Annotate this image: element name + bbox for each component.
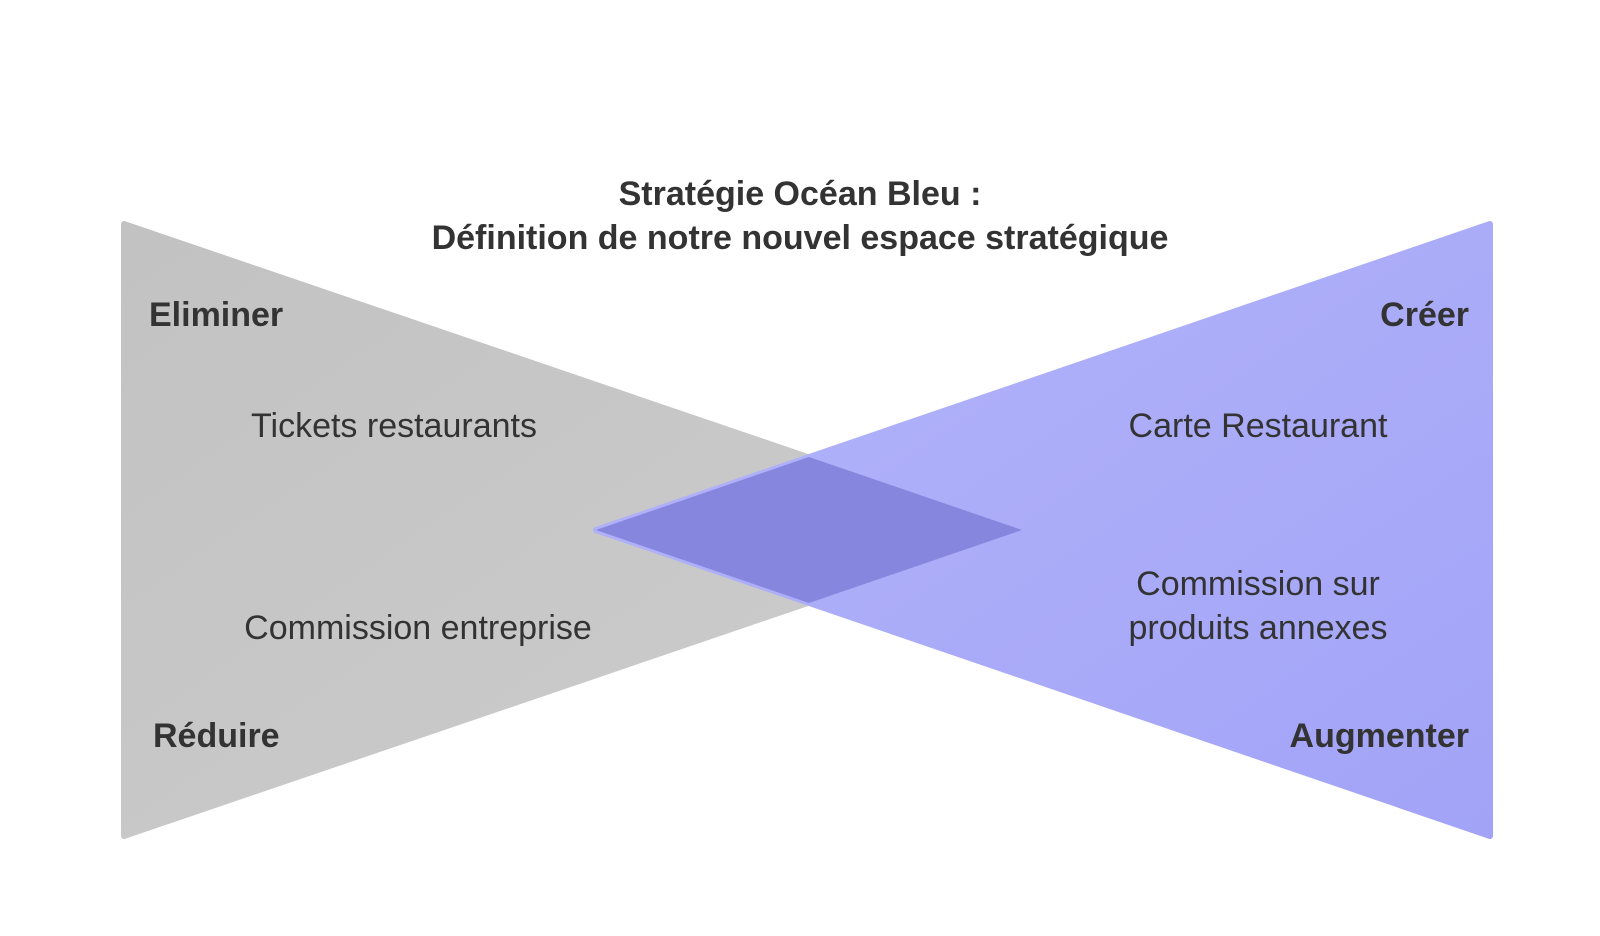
diagram-title-line2: Définition de notre nouvel espace straté… — [431, 219, 1169, 257]
diagram-title-line1: Stratégie Océan Bleu : — [618, 175, 982, 213]
augmenter-item-line1: Commission sur — [1136, 565, 1380, 603]
eliminer-item: Tickets restaurants — [251, 407, 537, 445]
right-triangle — [593, 221, 1493, 839]
reduire-item: Commission entreprise — [244, 609, 592, 647]
left-triangle — [121, 221, 1025, 839]
label-eliminer: Eliminer — [149, 296, 284, 334]
overlap-diamond — [596, 457, 1022, 603]
label-creer: Créer — [1380, 296, 1469, 334]
creer-item: Carte Restaurant — [1128, 407, 1388, 445]
label-augmenter: Augmenter — [1289, 717, 1469, 755]
label-reduire: Réduire — [153, 717, 280, 755]
augmenter-item-line2: produits annexes — [1128, 609, 1388, 647]
